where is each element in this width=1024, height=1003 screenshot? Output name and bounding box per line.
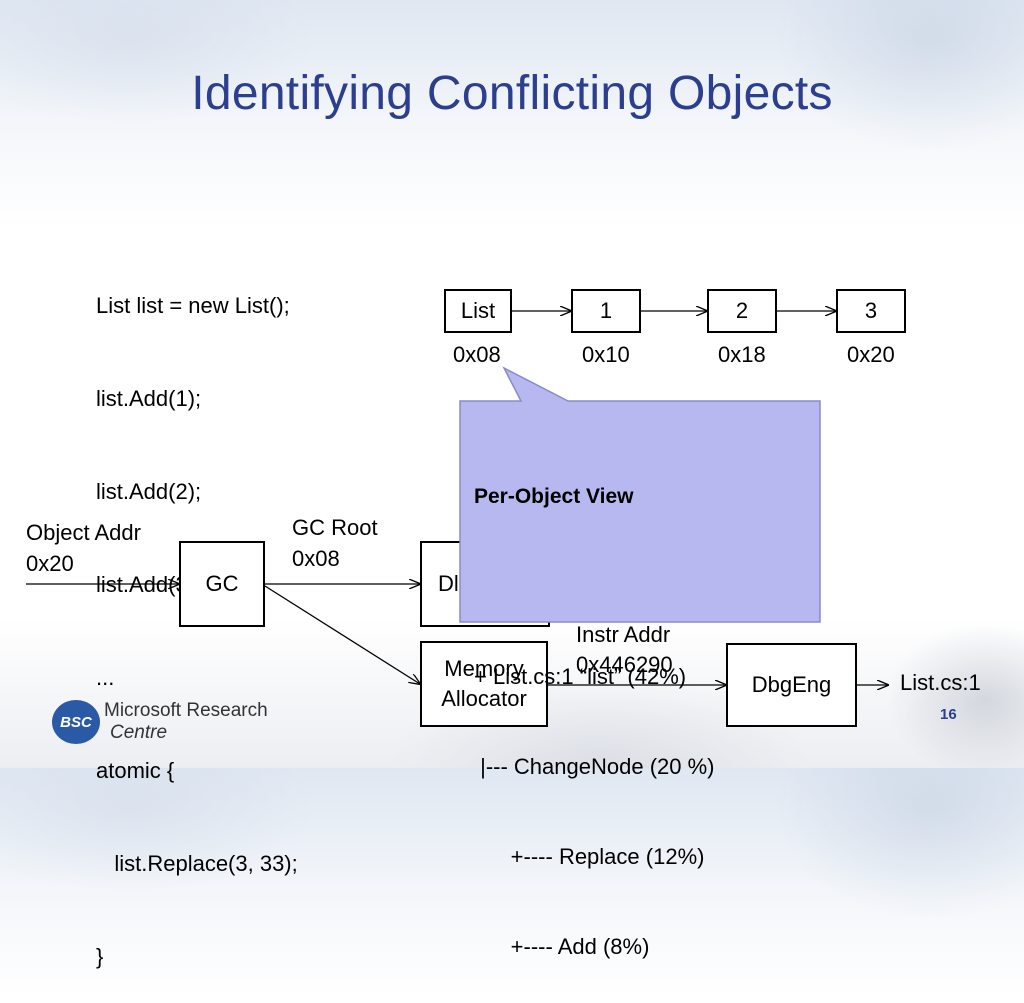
code-line: list.Add(2); [96,479,202,504]
slide-title: Identifying Conflicting Objects [191,67,833,120]
gc-alloc-arrow [264,585,420,684]
node-address: 0x20 [847,342,895,367]
source-location: List.cs:1 [900,670,981,695]
memory-allocator-line1: Memory [444,656,524,681]
bsc-logo-icon: BSC [52,700,100,744]
callout-line: |--- ChangeNode (20 %) [474,754,715,779]
instr-addr-value: 0x446290 [576,652,673,677]
gc-root-label: GC Root [292,515,378,540]
per-object-view-callout: Per-Object View + List.cs:1 “list” (42%)… [474,422,715,992]
callout-line: + List.cs:1 “list” (42%) [474,664,687,689]
list-node: 2 [707,289,777,333]
code-line: } [96,944,104,969]
instr-addr-label: Instr Addr [576,622,671,647]
object-addr-label: Object Addr [26,520,141,545]
node-address: 0x10 [582,342,630,367]
callout-line: +---- Replace (12%) [474,844,705,869]
node-address: 0x08 [453,342,501,367]
node-address: 0x18 [718,342,766,367]
code-line: List list = new List(); [96,293,290,318]
gc-box: GC [179,541,265,627]
gc-root-value: 0x08 [292,546,340,571]
callout-heading: Per-Object View [474,485,634,508]
list-node: 1 [571,289,641,333]
list-node: 3 [836,289,906,333]
diagram-arrows [26,0,1024,768]
logo-name: Microsoft Research [104,700,268,721]
callout-line: +---- Add (8%) [474,934,650,959]
memory-allocator-box: Memory Allocator [420,641,548,727]
logo-sub: Centre [110,722,168,743]
memory-allocator-line2: Allocator [441,686,527,711]
code-line: list.Replace(3, 33); [96,851,298,876]
list-node-head: List [444,289,512,333]
page-number: 16 [940,706,957,723]
code-line: list.Add(1); [96,386,202,411]
bsc-msr-logo: BSC Microsoft Research Centre [52,700,268,744]
object-addr-value: 0x20 [26,551,74,576]
callout-shape [459,366,821,623]
dbgeng-box: DbgEng [726,643,857,727]
code-line: ... [96,665,115,690]
